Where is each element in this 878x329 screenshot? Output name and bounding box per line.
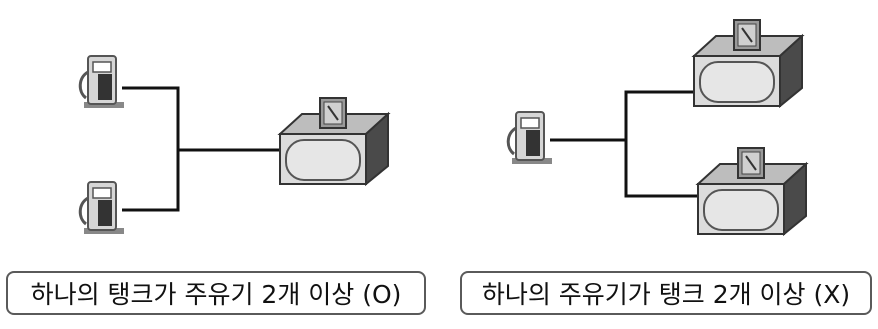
connection-lines-left bbox=[122, 86, 282, 212]
caption-right: 하나의 주유기가 탱크 2개 이상 (X) bbox=[460, 271, 872, 315]
caption-left: 하나의 탱크가 주유기 2개 이상 (O) bbox=[6, 271, 426, 315]
storage-tank-icon bbox=[693, 19, 803, 107]
fuel-pump-icon bbox=[78, 180, 126, 236]
fuel-pump-icon bbox=[78, 54, 126, 110]
right-diagram bbox=[506, 19, 807, 235]
connection-lines-right bbox=[550, 90, 698, 198]
storage-tank-icon bbox=[279, 97, 389, 185]
fuel-pump-icon bbox=[506, 110, 554, 166]
storage-tank-icon bbox=[697, 147, 807, 235]
left-diagram bbox=[78, 54, 389, 236]
